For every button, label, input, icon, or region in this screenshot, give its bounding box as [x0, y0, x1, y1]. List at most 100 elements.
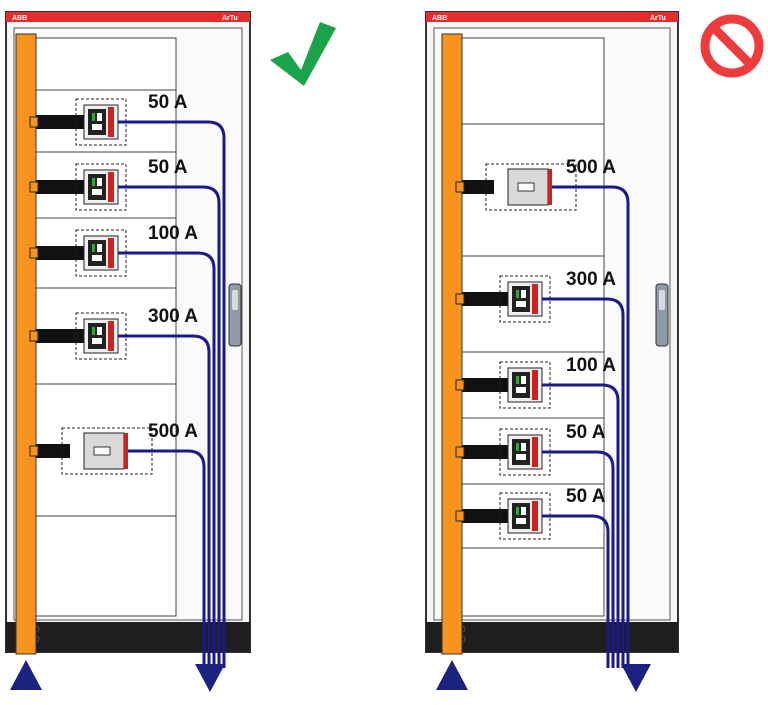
busbar-connection [36, 329, 84, 343]
busbar-connection [462, 509, 508, 523]
breaker-face [88, 174, 106, 200]
busbar-connection [36, 115, 84, 129]
busbar-connection [462, 378, 508, 392]
busbar-terminal [29, 445, 39, 457]
busbar-connection [462, 292, 508, 306]
breaker-face [512, 503, 530, 529]
breaker-toggle [516, 387, 526, 393]
breaker-face [88, 109, 106, 135]
breaker-face [88, 323, 106, 349]
busbar-terminal [455, 293, 465, 305]
busbar-terminal [29, 181, 39, 193]
busbar-terminal [29, 330, 39, 342]
outgoing-cable [542, 450, 615, 668]
brand-left-right: ABB [432, 15, 447, 22]
breaker-rating-label: 300 A [148, 306, 198, 327]
busbar-connection [36, 246, 84, 260]
breaker-rating-label: 50 A [566, 422, 606, 443]
breaker-envelope [499, 428, 551, 476]
breaker-toggle [517, 182, 535, 192]
outgoing-cable [542, 514, 610, 668]
busbar-terminal [455, 446, 465, 458]
busbar-connection [36, 180, 84, 194]
brand-left-left: ABB [12, 15, 27, 22]
breaker-indicator [516, 376, 519, 384]
breaker-stripe [532, 501, 538, 531]
breaker-rating-label: 500 A [566, 157, 616, 178]
breaker-4 [29, 312, 127, 360]
cabinet-header-left [6, 12, 250, 22]
cabinet-base-right [426, 622, 678, 652]
breaker-stripe [532, 370, 538, 400]
breaker-face [512, 372, 530, 398]
outgoing-cable [118, 251, 216, 668]
arrow-down-icon [195, 664, 225, 692]
breaker-toggle [516, 518, 526, 524]
breaker-stripe [532, 284, 538, 314]
busbar-terminal [455, 510, 465, 522]
breaker-indicator [516, 443, 519, 451]
breaker-indicator [97, 244, 102, 252]
breaker-indicator [97, 113, 102, 121]
breaker-stripe [108, 321, 114, 351]
breaker-toggle [92, 338, 102, 344]
breaker-envelope [75, 229, 127, 277]
outgoing-cable [118, 185, 221, 668]
breaker-stripe [108, 238, 114, 268]
breaker-indicator [92, 113, 95, 121]
busbar-connection [462, 180, 494, 194]
breaker-stripe [532, 437, 538, 467]
breaker-face [512, 439, 530, 465]
breaker-envelope [75, 98, 127, 146]
breaker-5 [29, 427, 153, 475]
door-handle-icon[interactable] [228, 283, 242, 347]
outgoing-cable [542, 383, 620, 668]
breaker-indicator [516, 507, 519, 515]
breaker-envelope [499, 275, 551, 323]
breaker-rating-label: 50 A [566, 486, 606, 507]
breaker-stripe [124, 433, 128, 469]
compartment-dividers-right [462, 123, 604, 549]
arrow-down-icon [621, 664, 651, 692]
breaker-rating-label: 50 A [148, 157, 188, 178]
breaker-face [88, 240, 106, 266]
breaker-indicator [92, 327, 95, 335]
breaker-rating-label: 300 A [566, 269, 616, 290]
busbar-clips-right [462, 625, 466, 643]
breaker-rating-label: 50 A [148, 92, 188, 113]
door-handle-icon[interactable] [655, 283, 669, 347]
busbar-terminal [29, 116, 39, 128]
prohibited-icon [700, 14, 764, 78]
breaker-3 [29, 229, 127, 277]
arrow-up-icon [10, 660, 42, 690]
breaker-indicator [97, 327, 102, 335]
breaker-stripe [108, 107, 114, 137]
outgoing-cable [542, 297, 625, 668]
breaker-toggle [92, 124, 102, 130]
breaker-2 [29, 163, 127, 211]
busbar-right [441, 33, 463, 655]
breaker-face [512, 286, 530, 312]
breakers-layer [29, 98, 577, 540]
busbar-connection [462, 445, 508, 459]
breaker-indicator [92, 244, 95, 252]
check-icon [270, 22, 336, 86]
breaker-4 [455, 428, 551, 476]
breaker-envelope [61, 427, 153, 475]
breaker-envelope [75, 163, 127, 211]
arrow-up-icon [436, 660, 468, 690]
breaker-indicator [97, 178, 102, 186]
breaker-indicator [521, 507, 526, 515]
breaker-1 [455, 163, 577, 211]
breaker-toggle [93, 446, 111, 456]
cables-layer [118, 120, 630, 668]
outgoing-cable [118, 334, 211, 668]
busbar-terminal [455, 379, 465, 391]
breaker-indicator [521, 443, 526, 451]
outgoing-cable [552, 185, 630, 668]
breaker-1 [29, 98, 127, 146]
breaker-envelope [499, 492, 551, 540]
breaker-2 [455, 275, 551, 323]
